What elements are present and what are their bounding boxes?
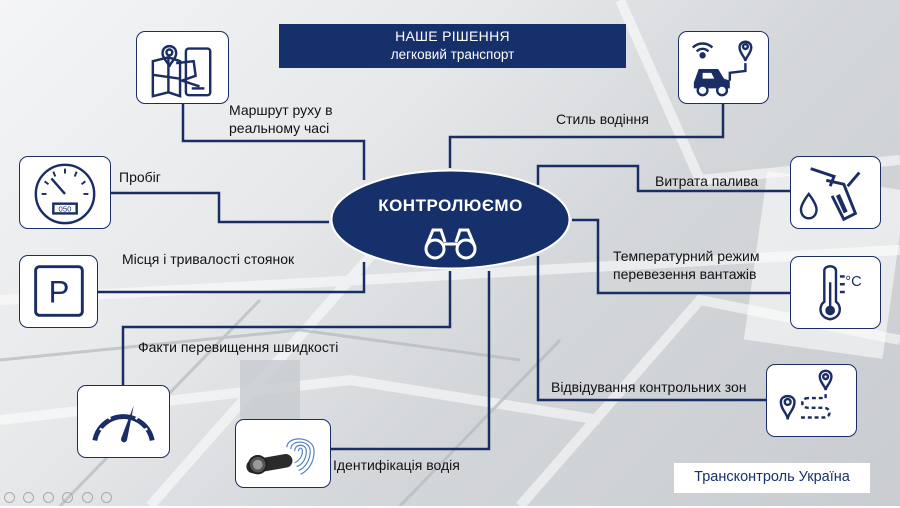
temperature-card: °C [790, 256, 881, 329]
temperature-label-line1: Температурний режим [613, 248, 760, 264]
parking-icon: P [34, 265, 84, 317]
connector-route [181, 104, 366, 180]
slides-icon[interactable] [62, 492, 74, 503]
driving-style-label: Стиль водіння [556, 111, 649, 127]
connector-parking [98, 262, 366, 294]
fuel-nozzle-icon [799, 167, 861, 222]
parking-label: Місця і тривалості стоянок [122, 251, 295, 267]
zone-route-icon [779, 369, 833, 420]
route-label-line2: реальному часі [229, 120, 330, 136]
map-phone-icon [151, 44, 212, 98]
fuel-label: Витрата палива [655, 173, 759, 189]
mileage-label: Пробіг [119, 169, 161, 185]
driver-id-card [235, 419, 331, 488]
driving-style-card [678, 31, 769, 104]
connector-zones [536, 256, 766, 402]
thermometer-icon: °C [819, 265, 862, 321]
connector-fuel [536, 164, 790, 193]
zones-label: Відвідування контрольних зон [551, 379, 747, 395]
title-line2: легковий транспорт [390, 47, 515, 62]
center-label: КОНТРОЛЮЄМО [378, 196, 523, 215]
temperature-label-line2: перевезення вантажів [613, 266, 757, 282]
prev-slide-icon[interactable] [4, 492, 15, 503]
speeding-label: Факти перевищення швидкості [138, 339, 339, 355]
car-tracking-icon [691, 40, 753, 97]
connector-speeding [121, 271, 452, 385]
speedometer-icon: 050 [34, 163, 96, 225]
connector-driving-style [448, 104, 725, 168]
zoom-icon[interactable] [81, 492, 93, 503]
brand-name: Трансконтроль Україна [694, 469, 850, 485]
speeding-card [77, 385, 170, 458]
route-label-line1: Маршрут руху в [229, 102, 333, 118]
odometer-text: 050 [59, 204, 73, 213]
brand-box [674, 463, 870, 493]
center-ellipse [330, 169, 571, 270]
temperature-unit: °C [845, 274, 861, 290]
connector-mileage [111, 191, 329, 224]
route-card [136, 31, 229, 104]
title-line1: НАШЕ РІШЕННЯ [395, 28, 510, 44]
connector-driver-id [331, 271, 491, 451]
title-banner: НАШЕ РІШЕННЯ легковий транспорт [279, 24, 626, 68]
slide-controls[interactable] [4, 490, 116, 508]
zones-card [766, 364, 857, 437]
ibutton-key-icon [246, 438, 315, 475]
driver-id-label: Ідентифікація водія [333, 457, 460, 473]
pen-icon[interactable] [42, 492, 54, 503]
more-icon[interactable] [101, 492, 113, 503]
mileage-card: 050 [19, 156, 111, 229]
fuel-card [790, 156, 881, 229]
parking-letter: P [49, 275, 70, 310]
binoculars-icon [424, 228, 477, 260]
connector-temperature [572, 218, 790, 295]
next-slide-icon[interactable] [23, 492, 35, 503]
parking-card: P [19, 255, 98, 328]
speed-gauge-icon [92, 405, 155, 443]
